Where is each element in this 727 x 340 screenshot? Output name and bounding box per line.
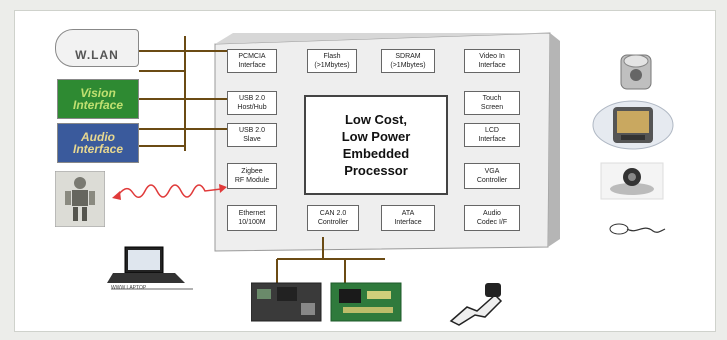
lcd-line2: Interface — [478, 135, 505, 144]
usb-host-line1: USB 2.0 — [239, 94, 265, 103]
mouse-icon — [605, 215, 669, 245]
video-in-line1: Video In — [479, 52, 505, 61]
zigbee-line2: RF Module — [235, 176, 269, 185]
rf-wave — [119, 185, 221, 197]
audio-codec-block: Audio Codec I/F — [464, 205, 520, 231]
sensor-hand-icon — [445, 281, 509, 327]
can-line1: CAN 2.0 — [320, 209, 346, 218]
zigbee-block: Zigbee RF Module — [227, 163, 277, 189]
core-line2: Low Power — [342, 128, 411, 145]
usb-host-block: USB 2.0 Host/Hub — [227, 91, 277, 115]
flash-block: Flash (>1Mbytes) — [307, 49, 357, 73]
video-in-block: Video In Interface — [464, 49, 520, 73]
vga-block: VGA Controller — [464, 163, 520, 189]
vga-line2: Controller — [477, 176, 507, 185]
audio-codec-line2: Codec I/F — [477, 218, 507, 227]
vision-line2: Interface — [73, 99, 123, 111]
audio-codec-line1: Audio — [483, 209, 501, 218]
rf-arrow-left — [112, 191, 121, 200]
core-line4: Processor — [344, 162, 408, 179]
ata-block: ATA Interface — [381, 205, 435, 231]
audio-interface-card: Audio Interface — [57, 123, 139, 163]
webcam-icon — [599, 161, 665, 201]
flash-line1: Flash — [323, 52, 340, 61]
core-line3: Embedded — [343, 145, 409, 162]
laptop-caption: WWW LAPTOP — [111, 285, 146, 291]
sdram-block: SDRAM (>1Mbytes) — [381, 49, 435, 73]
core-processor: Low Cost, Low Power Embedded Processor — [304, 95, 448, 195]
board-side-edge — [548, 33, 560, 247]
ata-line1: ATA — [402, 209, 415, 218]
wlan-label: W.LAN — [75, 48, 119, 62]
core-line1: Low Cost, — [345, 111, 407, 128]
touch-line2: Screen — [481, 103, 503, 112]
pcmcia-block: PCMCIA Interface — [227, 49, 277, 73]
ethernet-line2: 10/100M — [238, 218, 265, 227]
lcd-block: LCD Interface — [464, 123, 520, 147]
sdram-line1: SDRAM — [395, 52, 420, 61]
usb-host-line2: Host/Hub — [237, 103, 266, 112]
robot-icon — [55, 171, 105, 227]
pda-icon — [591, 99, 675, 151]
wlan-card: W.LAN — [55, 29, 139, 67]
usb-slave-line1: USB 2.0 — [239, 126, 265, 135]
touch-line1: Touch — [483, 94, 502, 103]
left-bus — [139, 36, 227, 151]
lcd-line1: LCD — [485, 126, 499, 135]
can-block: CAN 2.0 Controller — [307, 205, 359, 231]
diagram-frame: PCMCIA Interface Flash (>1Mbytes) SDRAM … — [14, 10, 716, 332]
audio-line2: Interface — [73, 143, 123, 155]
pcmcia-line2: Interface — [238, 61, 265, 70]
camera-icon — [613, 47, 659, 97]
vga-line1: VGA — [485, 167, 500, 176]
usb-slave-block: USB 2.0 Slave — [227, 123, 277, 147]
pcmcia-line1: PCMCIA — [238, 52, 265, 61]
pcb-board-icon — [251, 281, 407, 323]
ethernet-line1: Ethernet — [239, 209, 265, 218]
zigbee-line1: Zigbee — [241, 167, 262, 176]
sdram-line2: (>1Mbytes) — [390, 61, 425, 70]
touch-screen-block: Touch Screen — [464, 91, 520, 115]
flash-line2: (>1Mbytes) — [314, 61, 349, 70]
can-line2: Controller — [318, 218, 348, 227]
vision-interface-card: Vision Interface — [57, 79, 139, 119]
ethernet-block: Ethernet 10/100M — [227, 205, 277, 231]
ata-line2: Interface — [394, 218, 421, 227]
video-in-line2: Interface — [478, 61, 505, 70]
usb-slave-line2: Slave — [243, 135, 261, 144]
